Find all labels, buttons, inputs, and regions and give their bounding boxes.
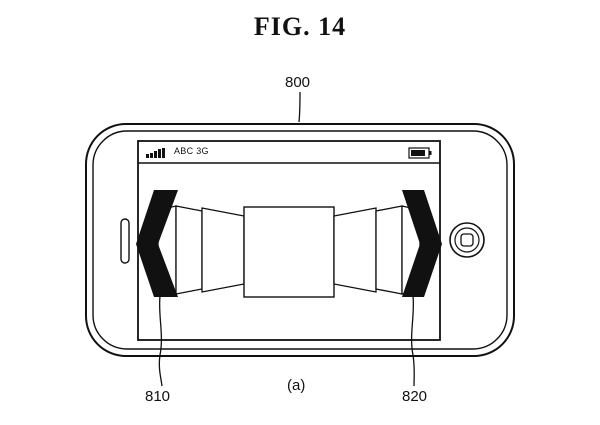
ref-numeral-left-arrow: 810 [145, 388, 171, 405]
speaker-slot [120, 218, 130, 264]
card-right-1 [333, 207, 377, 293]
home-button[interactable] [449, 222, 485, 258]
card-right-2 [375, 205, 403, 295]
leader-line-820 [410, 295, 415, 387]
figure-title: FIG. 14 [253, 12, 347, 41]
ref-numeral-device: 800 [285, 74, 311, 91]
card-left-2 [175, 205, 203, 295]
card-center [243, 206, 335, 298]
signal-bars-icon [146, 148, 165, 158]
ref-numeral-right-arrow: 820 [402, 388, 428, 405]
figure-caption: (a) [287, 377, 306, 394]
card-left-1 [201, 207, 245, 293]
battery-icon [408, 147, 432, 159]
carrier-label: ABC 3G [174, 146, 209, 156]
chevron-left-icon[interactable] [136, 190, 178, 297]
leader-line-800 [298, 91, 301, 123]
phone-body-outer [85, 123, 515, 357]
phone-body-inner [92, 130, 508, 350]
leader-line-810 [158, 295, 163, 387]
chevron-right-icon[interactable] [402, 190, 442, 297]
